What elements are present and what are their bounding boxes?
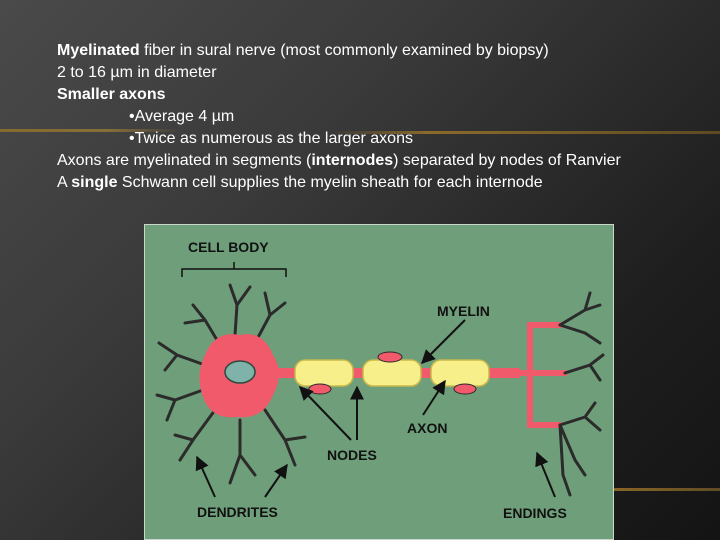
dendrites-drawing <box>155 283 307 485</box>
schwann-nuclei <box>308 351 477 395</box>
label-arrows <box>195 319 556 498</box>
endings-drawing <box>558 291 605 497</box>
nodes-label: NODES <box>327 447 377 463</box>
text-line-diameter: 2 to 16 µm in diameter <box>57 64 217 81</box>
bullet-average: •Average 4 µm <box>129 108 235 125</box>
bullet-twice-numerous: •Twice as numerous as the larger axons <box>129 130 413 147</box>
cell-body-bracket <box>181 262 287 277</box>
decorative-streak <box>0 129 180 132</box>
text-line-smaller-axons: Smaller axons <box>57 86 166 103</box>
decorative-streak <box>612 488 720 491</box>
neuron-diagram: CELL BODY MYELIN AXON NODES DENDRITES EN… <box>144 224 614 540</box>
text-line-internodes: Axons are myelinated in segments (intern… <box>57 152 621 169</box>
endings-label: ENDINGS <box>503 505 567 521</box>
myelin-segments <box>294 359 490 387</box>
decorative-streak <box>330 131 720 134</box>
neuron-illustration: CELL BODY MYELIN AXON NODES DENDRITES EN… <box>155 239 605 521</box>
nucleus-shape <box>224 360 256 384</box>
axon-label: AXON <box>407 420 447 436</box>
cell-body-label: CELL BODY <box>188 239 269 255</box>
text-line-schwann: A single Schwann cell supplies the myeli… <box>57 174 543 191</box>
myelin-label: MYELIN <box>437 303 490 319</box>
slide-text: Myelinated fiber in sural nerve (most co… <box>57 40 707 194</box>
dendrites-label: DENDRITES <box>197 504 278 520</box>
terminal-branch <box>512 322 568 428</box>
text-line-myelinated: Myelinated fiber in sural nerve (most co… <box>57 42 549 59</box>
